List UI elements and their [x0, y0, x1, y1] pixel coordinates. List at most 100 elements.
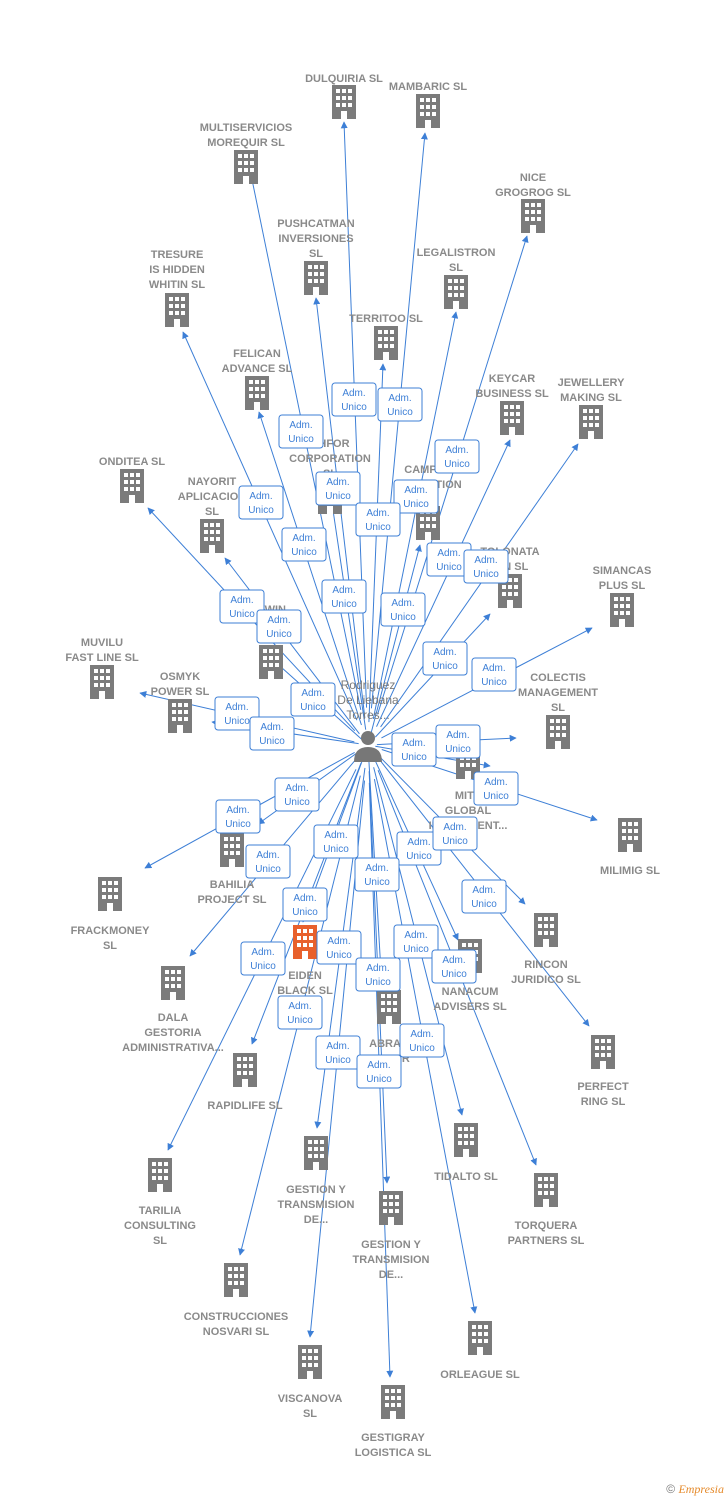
company-label: VISCANOVA — [278, 1393, 343, 1405]
company-node[interactable]: GESTION YTRANSMISIONDE... — [278, 1136, 355, 1226]
role-badge-box — [473, 771, 519, 806]
role-badge: Adm.Unico — [238, 485, 284, 520]
role-badge: Adm.Unico — [256, 609, 302, 644]
company-node[interactable]: GESTION YTRANSMISIONDE... — [353, 1191, 430, 1281]
company-label: MAKING SL — [560, 392, 622, 404]
company-node[interactable]: MAMBARIC SL — [389, 81, 467, 128]
building-icon — [98, 877, 122, 911]
footer-credit: © Empresia — [666, 1482, 724, 1497]
company-node[interactable]: DULQUIRIA SL — [305, 73, 383, 119]
building-icon — [444, 275, 468, 309]
company-node[interactable]: DALAGESTORIAADMINISTRATIVA... — [122, 966, 224, 1054]
building-icon — [259, 645, 283, 679]
role-badge: Adm.Unico — [215, 799, 261, 834]
role-badge: Adm.Unico — [316, 930, 362, 965]
role-text: Unico — [365, 977, 391, 988]
role-text: Unico — [481, 677, 507, 688]
company-label: SL — [551, 702, 565, 714]
company-label: SL — [309, 248, 323, 260]
building-icon — [233, 1053, 257, 1087]
role-badge-box — [290, 682, 336, 717]
company-label: SIMANCAS — [593, 565, 652, 577]
company-label: SL — [449, 262, 463, 274]
company-node[interactable]: TERRITOO SL — [349, 313, 423, 360]
role-badge-box — [431, 949, 477, 984]
role-text: Unico — [326, 950, 352, 961]
role-badge: Adm.Unico — [321, 579, 367, 614]
person-icon — [354, 731, 382, 762]
role-badge-box — [355, 502, 401, 537]
role-text: Unico — [473, 569, 499, 580]
company-node[interactable]: RAPIDLIFE SL — [207, 1053, 283, 1112]
building-icon — [120, 469, 144, 503]
role-badge: Adm.Unico — [245, 844, 291, 879]
role-badge: Adm.Unico — [431, 949, 477, 984]
company-node[interactable]: TIDALTO SL — [434, 1123, 498, 1183]
company-label: PUSHCATMAN — [277, 218, 354, 230]
role-badge-box — [393, 924, 439, 959]
role-text: Unico — [403, 944, 429, 955]
role-text: Adm. — [446, 730, 469, 741]
company-node[interactable]: ORLEAGUE SL — [440, 1321, 520, 1381]
relationship-edge — [224, 557, 360, 735]
company-label: POWER SL — [151, 686, 210, 698]
company-label: NAYORIT — [188, 476, 237, 488]
role-text: Unico — [403, 499, 429, 510]
role-badge: Adm.Unico — [354, 857, 400, 892]
building-icon — [90, 665, 114, 699]
role-badge: Adm.Unico — [315, 1035, 361, 1070]
role-text: Adm. — [326, 477, 349, 488]
company-label: MULTISERVICIOS — [200, 122, 293, 134]
company-node[interactable]: SIMANCAS PLUS SL — [593, 565, 652, 627]
company-label: DE... — [379, 1269, 403, 1281]
role-badge-box — [316, 930, 362, 965]
role-badge-box — [399, 1023, 445, 1058]
building-icon — [454, 1123, 478, 1157]
role-text: Unico — [255, 864, 281, 875]
copyright-symbol: © — [666, 1482, 676, 1496]
building-icon — [200, 519, 224, 553]
company-label: PLUS SL — [599, 580, 646, 592]
building-icon — [148, 1158, 172, 1192]
company-node[interactable]: MILIMIG SL — [600, 818, 660, 877]
role-badge: Adm.Unico — [396, 831, 442, 866]
building-icon — [293, 925, 317, 959]
role-text: Unico — [436, 562, 462, 573]
role-text: Unico — [365, 522, 391, 533]
company-label: JURIDICO SL — [511, 974, 581, 986]
role-text: Unico — [323, 844, 349, 855]
role-badge-box — [377, 387, 423, 422]
company-label: APLICACION — [178, 491, 247, 503]
role-text: Unico — [331, 599, 357, 610]
role-text: Adm. — [410, 1029, 433, 1040]
role-badge-box — [238, 485, 284, 520]
role-text: Unico — [288, 434, 314, 445]
company-node[interactable]: ONDITEA SL — [99, 456, 165, 503]
